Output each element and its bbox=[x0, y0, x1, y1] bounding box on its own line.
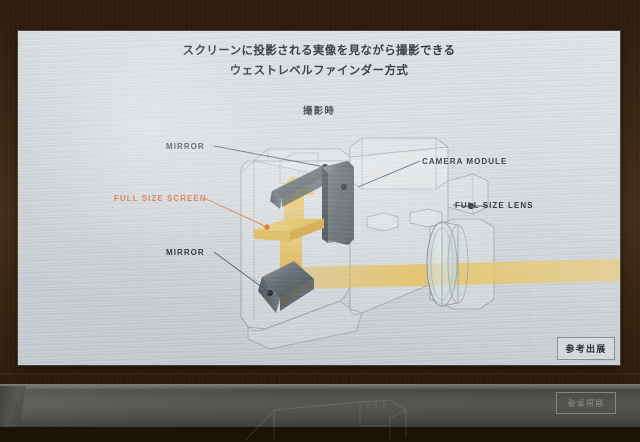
camera-module bbox=[322, 161, 354, 245]
callout-label-camera-module: CAMERA MODULE bbox=[422, 157, 508, 166]
glass-reflection-badge: 参考出展 bbox=[556, 392, 616, 414]
glass-top-edge bbox=[0, 384, 640, 390]
reference-exhibit-badge: 参考出展 bbox=[557, 337, 615, 360]
callout-label-mirror-top: MIRROR bbox=[166, 142, 205, 151]
panel-title-line2: ウェストレベルファインダー方式 bbox=[229, 65, 409, 77]
camera-cutaway-diagram: MIRROR FULL SIZE SCREEN MIRROR CAMERA MO… bbox=[18, 31, 620, 365]
leader-full-size-screen bbox=[203, 197, 268, 228]
lower-mirror bbox=[258, 261, 314, 313]
callout-label-full-size-screen: FULL SIZE SCREEN bbox=[114, 194, 207, 203]
glass-reflection-diagram bbox=[245, 399, 407, 441]
panel-title: スクリーンに投影される実像を見ながら撮影できる ウェストレベルファインダー方式 bbox=[18, 41, 620, 81]
callout-leader-line-accent bbox=[203, 197, 268, 228]
panel-title-line1: スクリーンに投影される実像を見ながら撮影できる bbox=[182, 45, 456, 57]
leader-camera-module bbox=[357, 160, 421, 188]
leader-full-size-lens-a bbox=[452, 204, 474, 208]
callout-label-mirror-bottom: MIRROR bbox=[166, 248, 205, 257]
glass-sheen bbox=[0, 386, 640, 427]
display-panel: スクリーンに投影される実像を見ながら撮影できる ウェストレベルファインダー方式 … bbox=[18, 31, 620, 365]
callout-leader-lines bbox=[213, 145, 488, 294]
mode-caption: 撮影時 bbox=[302, 106, 336, 117]
callout-label-full-size-lens: FULL SIZE LENS bbox=[455, 201, 534, 210]
diagram-svg bbox=[203, 137, 620, 350]
wall-panel-seam bbox=[0, 372, 640, 375]
full-size-lens bbox=[426, 202, 475, 307]
glass-display-surface bbox=[0, 384, 640, 427]
leader-mirror-top bbox=[213, 145, 326, 168]
full-size-screen bbox=[254, 219, 324, 241]
leader-mirror-bottom bbox=[213, 251, 271, 294]
